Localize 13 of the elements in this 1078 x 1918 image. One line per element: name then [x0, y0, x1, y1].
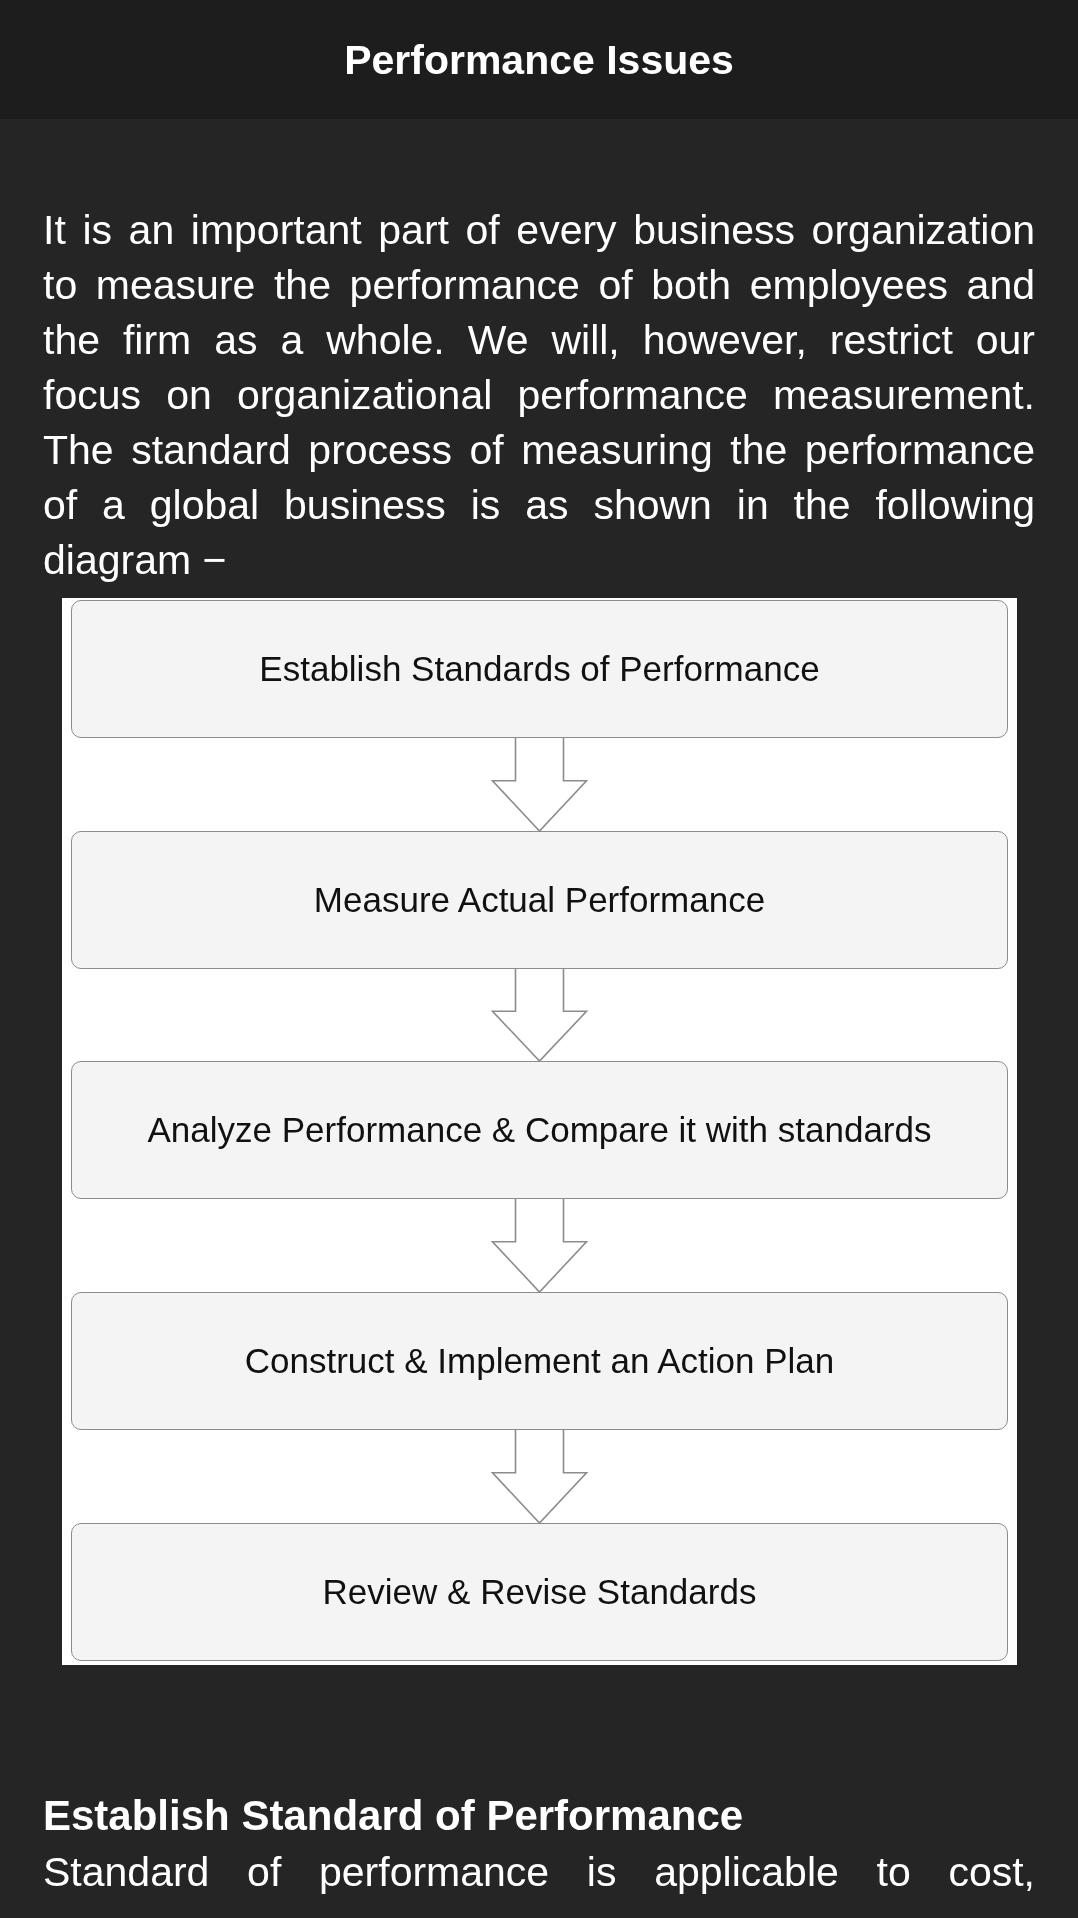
process-box: Establish Standards of Performance [71, 600, 1008, 738]
section-heading: Establish Standard of Performance [43, 1791, 745, 1841]
block-arrow [490, 1198, 589, 1294]
process-box: Review & Revise Standards [71, 1523, 1008, 1661]
page-title: Performance Issues [344, 35, 734, 85]
block-arrow [490, 1429, 589, 1525]
process-box: Analyze Performance & Compare it with standards [71, 1061, 1008, 1199]
block-arrow [490, 737, 589, 833]
intro-paragraph: It is an important part of every business organization to measure the performance of both employees and the firm as a whole. We will, however, restrict our focus on organizational performance measurement. The standard process of measuring the performance of a global business is as shown in the following diagram − [43, 206, 1035, 585]
process-box: Measure Actual Performance [71, 831, 1008, 969]
process-box: Construct & Implement an Action Plan [71, 1292, 1008, 1430]
block-arrow [490, 968, 589, 1063]
body-paragraph: Standard of performance is applicable to cost, [43, 1848, 1035, 1897]
